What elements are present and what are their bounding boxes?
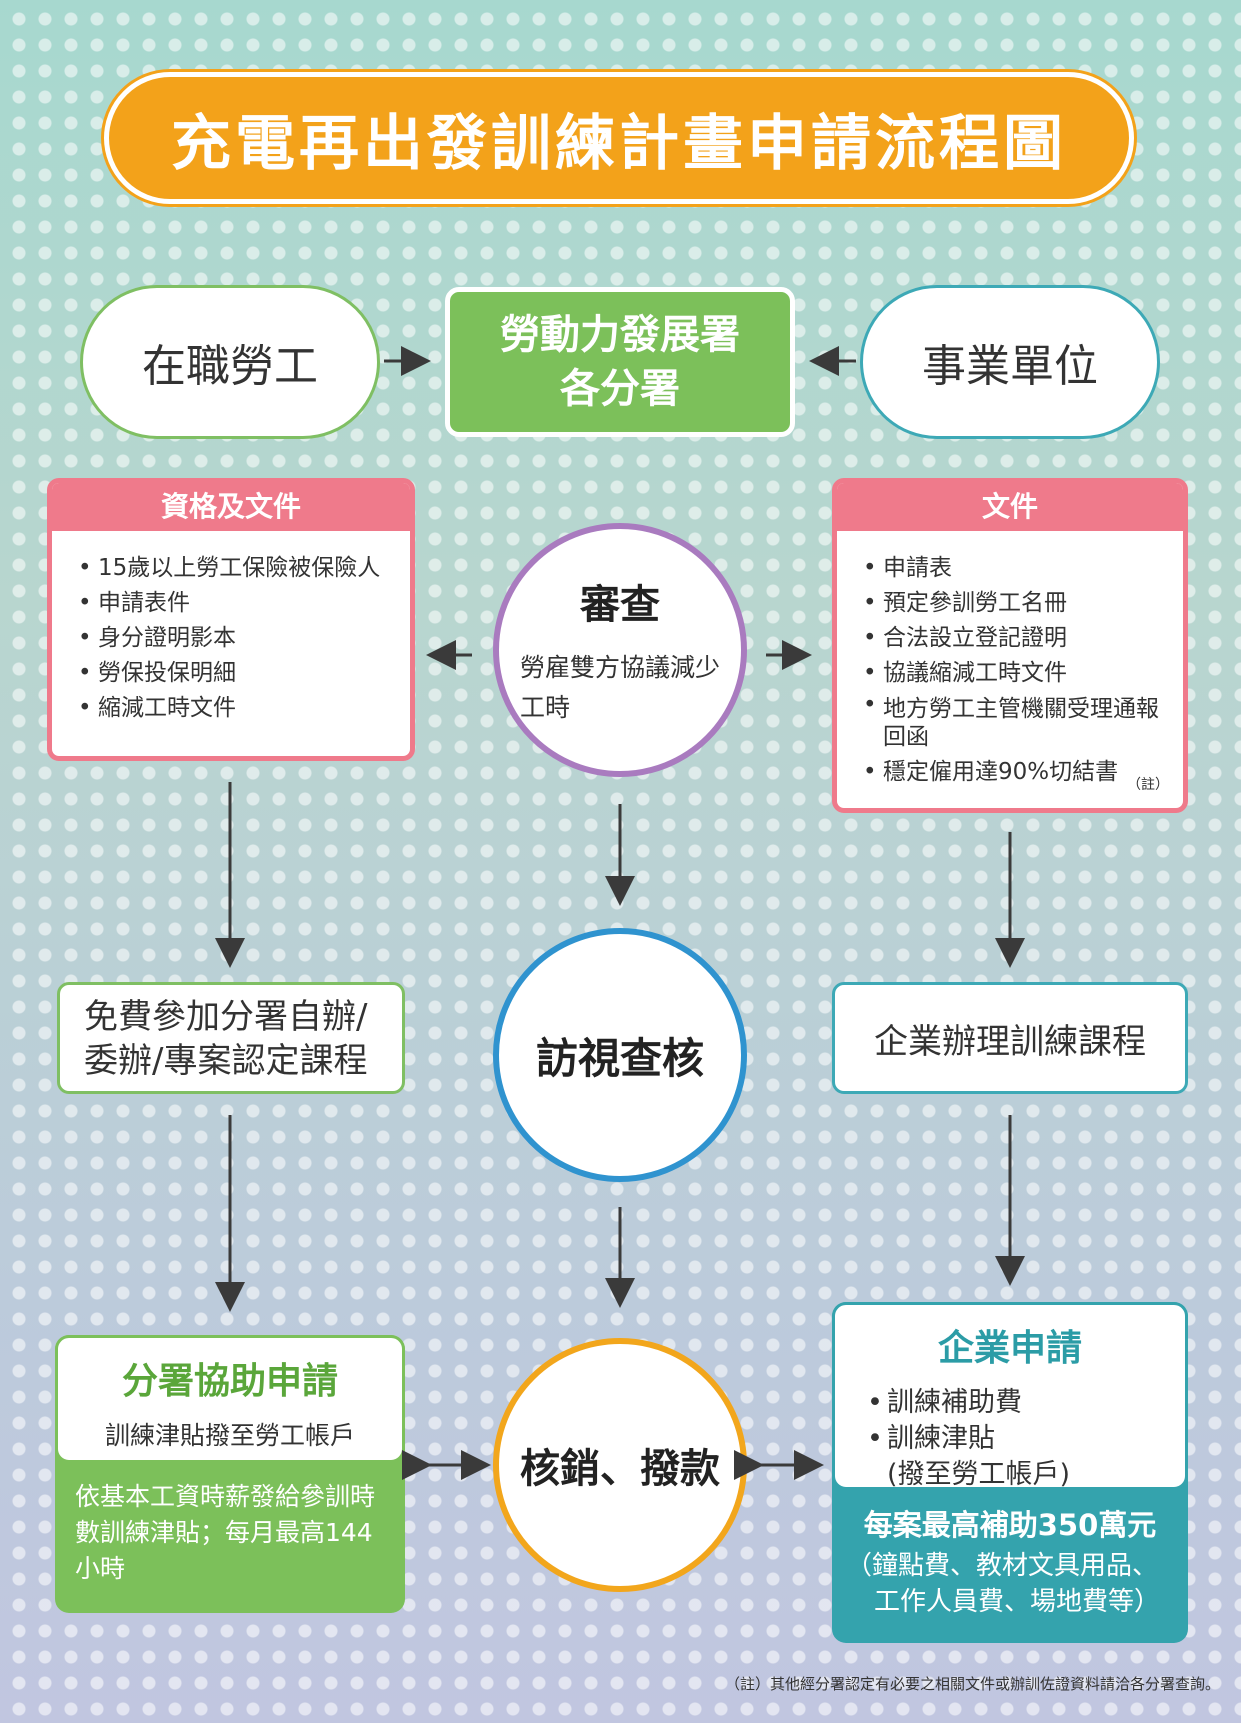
qualification-heading: 資格及文件	[52, 483, 410, 531]
qualification-list: 15歲以上勞工保險被保險人 申請表件 身分證明影本 勞保投保明細 縮減工時文件	[52, 531, 410, 726]
documents-heading: 文件	[837, 483, 1183, 531]
company-apply-cap: 每案最高補助350萬元	[863, 1508, 1157, 1542]
company-apply-detail-line1: （鐘點費、教材文具用品、	[846, 1551, 1159, 1581]
qualification-box: 資格及文件 15歲以上勞工保險被保險人 申請表件 身分證明影本 勞保投保明細 縮…	[47, 478, 415, 761]
review-text: 勞雇雙方協議減少工時	[520, 653, 721, 722]
worker-node: 在職勞工	[80, 285, 380, 439]
list-item: 申請表	[863, 551, 1165, 586]
branch-apply-header: 分署協助申請 訓練津貼撥至勞工帳戶	[55, 1335, 405, 1463]
company-apply-detail: （鐘點費、教材文具用品、 工作人員費、場地費等）	[846, 1548, 1186, 1620]
list-item: 訓練補助費	[867, 1385, 1185, 1421]
company-apply-header: 企業申請 訓練補助費 訓練津貼 (撥至勞工帳戶)	[832, 1302, 1188, 1490]
review-circle: 審查 勞雇雙方協議減少工時	[493, 523, 747, 777]
footnote: （註）其他經分署認定有必要之相關文件或辦訓佐證資料請洽各分署查詢。	[724, 1675, 1220, 1693]
list-item: 縮減工時文件	[78, 691, 392, 726]
company-apply-detail-line2: 工作人員費、場地費等）	[874, 1587, 1161, 1617]
list-item: 穩定僱用達90%切結書	[863, 755, 1165, 790]
title-banner: 充電再出發訓練計畫申請流程圖	[104, 72, 1134, 204]
list-item: 協議縮減工時文件	[863, 656, 1165, 691]
branch-apply-box: 分署協助申請 訓練津貼撥至勞工帳戶 依基本工資時薪發給參訓時數訓練津貼；每月最高…	[55, 1335, 405, 1613]
list-item: 地方勞工主管機關受理通報回函	[863, 691, 1165, 755]
agency-node: 勞動力發展署 各分署	[445, 287, 795, 437]
company-course-box: 企業辦理訓練課程	[832, 982, 1188, 1094]
company-apply-list: 訓練補助費 訓練津貼 (撥至勞工帳戶)	[835, 1385, 1185, 1493]
employer-node: 事業單位	[860, 285, 1160, 439]
list-item: (撥至勞工帳戶)	[887, 1459, 1071, 1490]
page-title: 充電再出發訓練計畫申請流程圖	[171, 108, 1067, 179]
branch-apply-title: 分署協助申請	[121, 1361, 338, 1402]
list-item: 身分證明影本	[78, 621, 392, 656]
company-apply-title: 企業申請	[937, 1328, 1082, 1369]
list-item: 申請表件	[78, 586, 392, 621]
documents-list: 申請表 預定參訓勞工名冊 合法設立登記證明 協議縮減工時文件 地方勞工主管機關受…	[837, 531, 1183, 790]
list-item: 15歲以上勞工保險被保險人	[78, 551, 392, 586]
free-course-line2: 委辦/專案認定課程	[84, 1041, 368, 1081]
payment-circle: 核銷、撥款	[493, 1338, 747, 1592]
list-item: 訓練津貼	[867, 1421, 1185, 1457]
list-item: 勞保投保明細	[78, 656, 392, 691]
free-course-box: 免費參加分署自辦/ 委辦/專案認定課程	[57, 982, 405, 1094]
company-apply-box: 企業申請 訓練補助費 訓練津貼 (撥至勞工帳戶) 每案最高補助350萬元 （鐘點…	[832, 1302, 1188, 1643]
documents-box: 文件 申請表 預定參訓勞工名冊 合法設立登記證明 協議縮減工時文件 地方勞工主管…	[832, 478, 1188, 813]
branch-apply-subtitle: 訓練津貼撥至勞工帳戶	[104, 1421, 355, 1450]
free-course-line1: 免費參加分署自辦/	[84, 997, 368, 1037]
branch-apply-detail: 依基本工資時薪發給參訓時數訓練津貼；每月最高144小時	[75, 1482, 376, 1583]
list-item: 預定參訓勞工名冊	[863, 586, 1165, 621]
review-title: 審查	[580, 582, 660, 628]
visit-circle: 訪視查核	[493, 928, 747, 1182]
agency-line1: 勞動力發展署	[500, 312, 740, 358]
documents-note: （註）	[1127, 777, 1169, 793]
list-item: 合法設立登記證明	[863, 621, 1165, 656]
agency-line2: 各分署	[560, 366, 680, 412]
